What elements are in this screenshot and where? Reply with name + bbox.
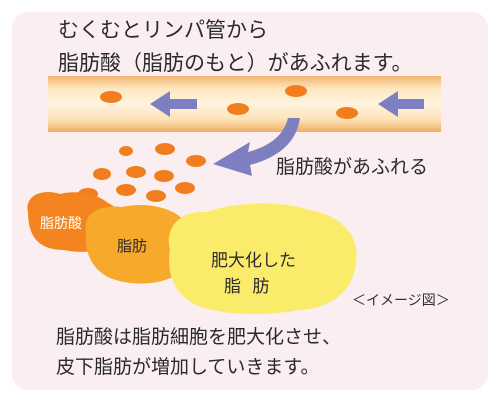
fatty-acid-droplet [116, 184, 136, 196]
enlarged-fat-blob [168, 203, 357, 315]
fatty-acid-droplet [146, 190, 166, 202]
lymph-vessel [48, 76, 441, 132]
vessel-droplet [336, 107, 358, 119]
fatty-acid-droplet [126, 166, 146, 178]
fatty-acid-droplet [175, 182, 195, 194]
fatty-acid-droplet [155, 143, 175, 155]
vessel-droplet [227, 103, 249, 115]
caption-line-2: 皮下脂肪が増加していきます。 [56, 356, 320, 378]
vessel-droplet [285, 85, 307, 97]
enlarged-fat-label-line-2: 脂 肪 [224, 277, 273, 297]
fatty-acid-droplet [154, 170, 174, 182]
fatty-acid-droplet [93, 168, 111, 180]
fatty-acid-droplet [186, 155, 206, 167]
fatty-acid-droplet [119, 146, 133, 156]
flow-arrow-icon [150, 91, 197, 117]
heading-line-2: 脂肪酸（脂肪のもと）があふれます。 [58, 51, 413, 75]
enlarged-fat-label-line-1: 肥大化した [211, 251, 296, 271]
vessel-droplet [100, 91, 122, 103]
flow-arrow-icon [378, 91, 424, 117]
fat-blob [85, 204, 193, 284]
fatty-acid-label: 脂肪酸 [40, 216, 82, 232]
image-note: ＜イメージ図＞ [352, 293, 450, 309]
overflow-arrow-icon [213, 118, 300, 176]
overflow-label: 脂肪酸があふれる [276, 156, 429, 178]
fat-label: 脂肪 [117, 237, 148, 255]
heading-line-1: むくむとリンパ管から [58, 18, 268, 42]
caption-line-1: 脂肪酸は脂肪細胞を肥大化させ、 [56, 326, 342, 348]
